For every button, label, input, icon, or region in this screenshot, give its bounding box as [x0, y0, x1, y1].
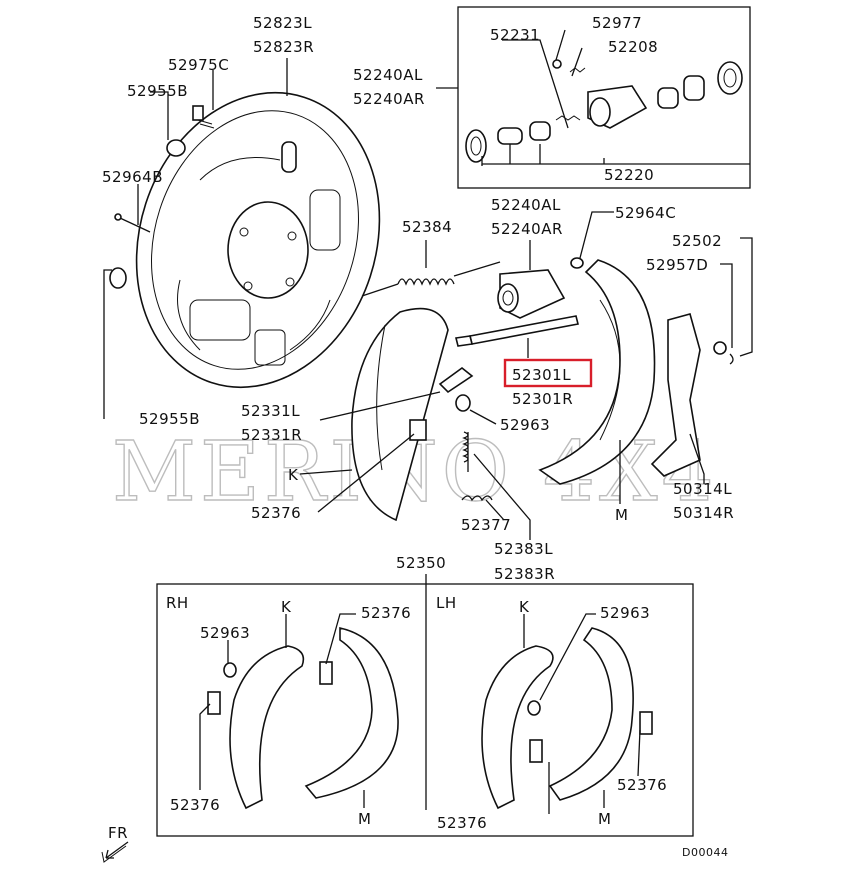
label-backing-plate-r: 52823R: [253, 38, 314, 56]
left-brake-shoe[interactable]: [351, 307, 449, 522]
label-kit-p1: 52231: [490, 26, 540, 44]
label-m: M: [615, 506, 628, 524]
adjuster[interactable]: [455, 315, 579, 347]
shoe-set-box: [156, 583, 694, 837]
label-kit-r: 52240AR: [353, 90, 425, 108]
label-parking-lever-l: 50314L: [673, 480, 732, 498]
inset-rh-clip-top: 52376: [361, 604, 411, 622]
inset-lh-m: M: [598, 810, 611, 828]
label-kit-p2: 52977: [592, 14, 642, 32]
label-lever-r: 52331R: [241, 426, 302, 444]
label-return-spring-r: 52383R: [494, 565, 555, 583]
label-k: K: [288, 466, 299, 484]
label-backing-plate-l: 52823L: [253, 14, 312, 32]
inset-labels: RH LH 52963 K 52376 52376 M K 52963 5237…: [166, 594, 667, 832]
label-spring-lower: 52377: [461, 516, 511, 534]
plug-upper-part[interactable]: [166, 139, 186, 157]
label-clip: 52502: [672, 232, 722, 250]
lower-spring[interactable]: [461, 495, 493, 502]
inset-rh-k: K: [281, 598, 292, 616]
label-adjuster-r: 52301R: [512, 390, 573, 408]
label-plug-upper: 52955B: [127, 82, 188, 100]
inset-lh-clip-right: 52376: [617, 776, 667, 794]
inset-rh-m: M: [358, 810, 371, 828]
clip-part[interactable]: [729, 353, 734, 365]
inset-lh-clip-bottom: 52376: [437, 814, 487, 832]
callout-labels: 52823L 52823R 52975C 52955B 52964B 52240…: [102, 14, 734, 583]
right-brake-shoe[interactable]: [538, 259, 656, 485]
inset-lh-label: LH: [436, 594, 457, 612]
wheel-cylinder-kit-box: [457, 6, 751, 189]
inset-leader-lines: [199, 584, 641, 814]
return-spring[interactable]: [462, 431, 469, 472]
rh-shoes[interactable]: [207, 627, 399, 810]
plug-lower-part[interactable]: [109, 267, 127, 289]
label-shoe-set: 52350: [396, 554, 446, 572]
label-spring-upper: 52384: [402, 218, 452, 236]
label-washer: 52963: [500, 416, 550, 434]
label-bolt: 52975C: [168, 56, 229, 74]
label-kit-p4: 52220: [604, 166, 654, 184]
label-parking-lever-r: 50314R: [673, 504, 734, 522]
label-pin: 52964B: [102, 168, 163, 186]
label-wheel-cyl-r: 52240AR: [491, 220, 563, 238]
inset-rh-label: RH: [166, 594, 189, 612]
drawing-code: D00044: [682, 846, 728, 859]
label-return-spring-l: 52383L: [494, 540, 553, 558]
upper-spring[interactable]: [361, 261, 501, 297]
label-clip-spring: 52376: [251, 504, 301, 522]
label-kit-p3: 52208: [608, 38, 658, 56]
wheel-cylinder[interactable]: [497, 269, 566, 319]
direction-label: FR: [108, 824, 128, 842]
leader-lines: [103, 29, 753, 540]
pin-part[interactable]: [114, 213, 151, 233]
wheel-cylinder-kit-parts[interactable]: [465, 59, 743, 163]
label-lever-l: 52331L: [241, 402, 300, 420]
inset-lh-k: K: [519, 598, 530, 616]
washer-part[interactable]: [455, 394, 471, 412]
inset-rh-washer: 52963: [200, 624, 250, 642]
label-adjuster-l: 52301L: [512, 366, 571, 384]
label-plug-lower: 52955B: [139, 410, 200, 428]
pin-c-part[interactable]: [570, 257, 584, 269]
backing-plate[interactable]: [99, 61, 416, 419]
inset-rh-clip-bottom: 52376: [170, 796, 220, 814]
label-kit-l: 52240AL: [353, 66, 423, 84]
inset-lh-washer: 52963: [600, 604, 650, 622]
fr-arrow-icon: [101, 841, 129, 863]
label-pin-c: 52964C: [615, 204, 676, 222]
lever[interactable]: [438, 366, 474, 394]
label-clip-d: 52957D: [646, 256, 708, 274]
parking-lever[interactable]: [650, 313, 701, 477]
lh-shoes[interactable]: [481, 627, 653, 810]
label-wheel-cyl-l: 52240AL: [491, 196, 561, 214]
clip-d-part[interactable]: [713, 341, 727, 355]
highlight-box: [503, 358, 593, 388]
bolt-part[interactable]: [192, 105, 215, 129]
